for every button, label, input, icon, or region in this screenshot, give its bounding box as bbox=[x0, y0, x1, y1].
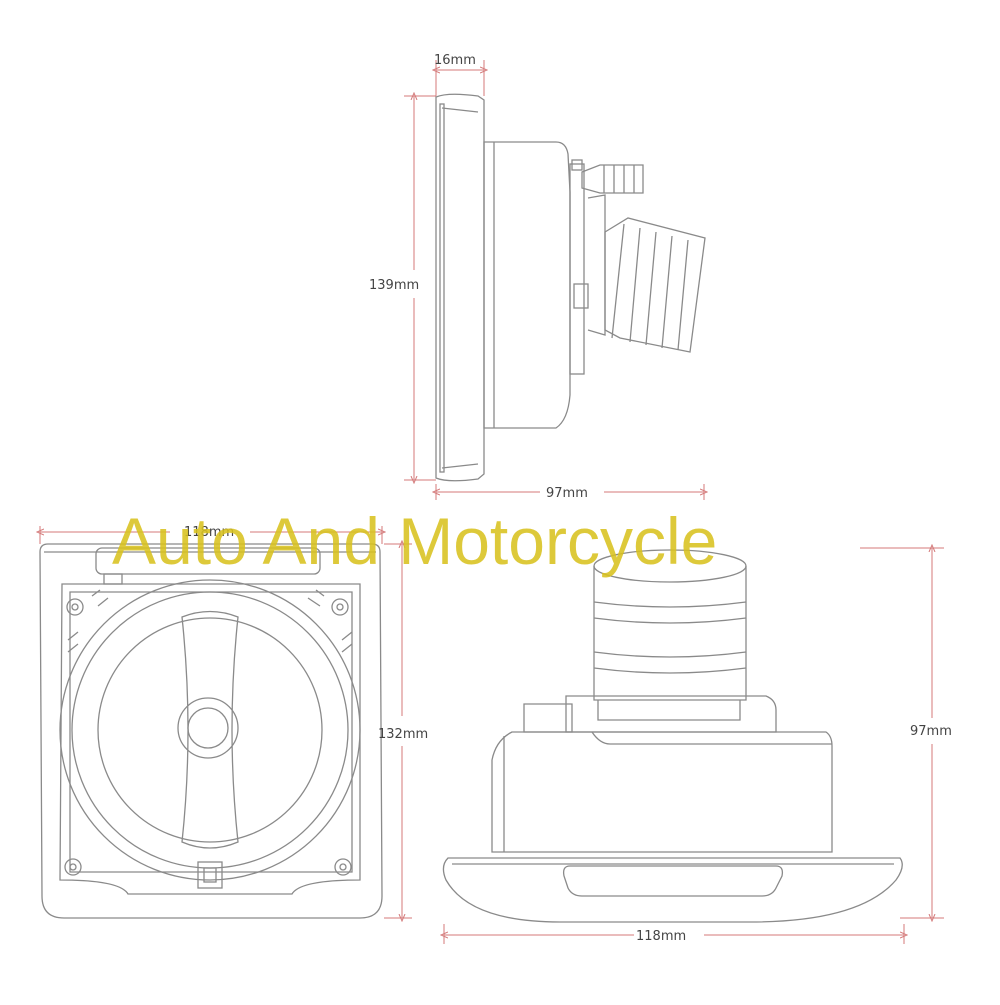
dim-front-height: 132mm bbox=[378, 727, 428, 742]
bottom-body bbox=[491, 731, 833, 853]
side-small-nozzle bbox=[581, 164, 644, 194]
side-flange bbox=[435, 93, 485, 482]
front-lid-outer bbox=[59, 579, 361, 881]
bottom-slot bbox=[562, 865, 784, 897]
watermark-text: Auto And Motorcycle bbox=[112, 504, 717, 578]
side-large-nozzle bbox=[604, 217, 706, 353]
front-latch bbox=[197, 861, 223, 889]
front-dimensions bbox=[40, 526, 412, 918]
dim-bottom-height: 97mm bbox=[910, 724, 952, 739]
bottom-hose-barb bbox=[593, 566, 747, 701]
dim-side-depth: 16mm bbox=[434, 53, 476, 68]
bottom-flange bbox=[442, 857, 903, 923]
front-screws bbox=[64, 598, 352, 876]
dim-bottom-width: 118mm bbox=[636, 929, 686, 944]
front-handle bbox=[181, 610, 239, 849]
side-body bbox=[483, 141, 571, 429]
dim-side-height: 139mm bbox=[369, 278, 419, 293]
bottom-dimensions bbox=[444, 548, 944, 944]
front-view bbox=[39, 543, 383, 919]
side-view bbox=[435, 93, 706, 482]
side-dimensions bbox=[404, 60, 704, 500]
bottom-view bbox=[442, 549, 903, 923]
dim-front-width: 118mm bbox=[184, 525, 234, 540]
dim-side-width: 97mm bbox=[546, 486, 588, 501]
front-frame bbox=[39, 543, 383, 919]
